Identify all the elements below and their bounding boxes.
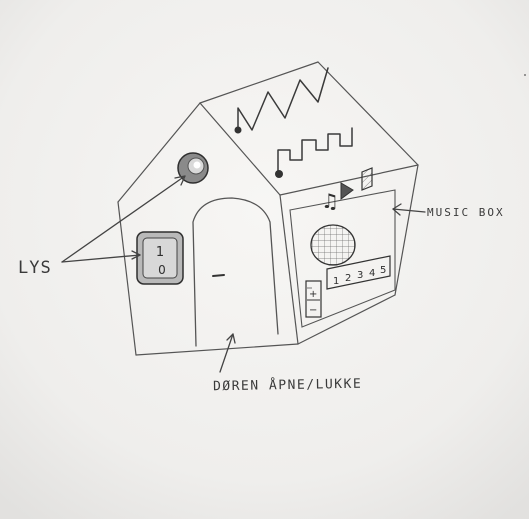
track-button-3[interactable]: 3 xyxy=(357,270,363,281)
switch-off-label: 0 xyxy=(158,263,166,277)
music-box-label: MUSIC BOX xyxy=(427,206,505,219)
speaker-grille-icon xyxy=(311,225,355,265)
note-head-1-icon xyxy=(235,127,242,134)
track-button-1[interactable]: 1 xyxy=(333,276,339,287)
volume-down-button[interactable]: − xyxy=(309,305,317,316)
pencil-dot xyxy=(524,74,526,76)
note-head-2-icon xyxy=(275,170,283,178)
switch-on-label: 1 xyxy=(156,245,164,260)
track-button-5[interactable]: 5 xyxy=(380,265,386,276)
volume-up-button[interactable]: + xyxy=(309,289,317,300)
lys-label: LYS xyxy=(18,258,52,278)
door-handle[interactable] xyxy=(213,275,224,276)
track-button-4[interactable]: 4 xyxy=(369,268,375,279)
stop-button[interactable] xyxy=(362,168,372,190)
music-note-icon: ♫ xyxy=(321,189,339,213)
track-button-2[interactable]: 2 xyxy=(345,273,351,284)
door-label: DØREN ÅPNE/LUKKE xyxy=(213,377,362,395)
